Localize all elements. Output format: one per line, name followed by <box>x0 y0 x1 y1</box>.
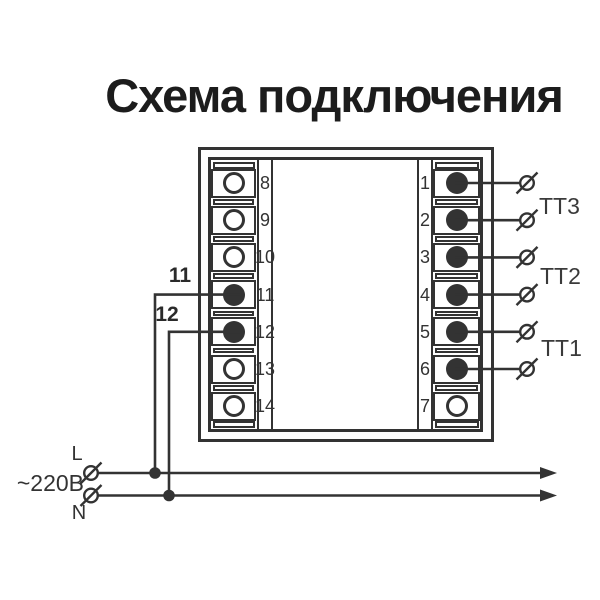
terminal-contact-empty <box>222 358 245 380</box>
terminal-contact-empty <box>222 395 245 418</box>
terminal-block-cap <box>434 420 479 428</box>
neutral-label: N <box>71 502 87 524</box>
wire-end-icon <box>515 320 539 344</box>
terminal-contact-connected <box>445 283 468 306</box>
right-terminal-column <box>433 160 480 429</box>
diagram-title: Схема подключения <box>105 69 564 122</box>
wire-end-icon <box>515 246 539 269</box>
terminal-number: 13 <box>255 359 276 379</box>
terminal-cell <box>433 168 480 198</box>
terminal-block-cap <box>434 161 479 169</box>
terminal-cell <box>211 205 256 235</box>
terminal-number: 5 <box>419 321 430 342</box>
terminal-cell <box>433 280 480 310</box>
right-number-strip: 1 2 3 4 5 6 7 <box>417 160 433 429</box>
wire-11-label: 11 <box>168 264 192 287</box>
left-number-strip: 8 9 10 11 12 13 14 <box>255 160 276 429</box>
neutral-line-arrow-icon <box>540 489 557 502</box>
terminal-separator <box>213 236 254 242</box>
terminal-number: 1 <box>419 173 430 193</box>
junction-dot-icon <box>149 467 161 479</box>
wire-end-icon <box>515 357 539 381</box>
terminal-cell <box>433 317 480 347</box>
wire-end-icon <box>515 208 539 232</box>
terminal-block-cap <box>212 420 255 428</box>
terminal-contact-connected <box>222 320 245 343</box>
terminal-number: 14 <box>255 396 276 417</box>
terminal-cell <box>211 242 256 272</box>
terminal-number: 2 <box>419 210 430 231</box>
terminal-separator <box>435 199 478 205</box>
terminal-contact-connected <box>222 283 245 306</box>
terminal-block-cap <box>212 161 255 169</box>
terminal-contact-empty <box>222 172 245 194</box>
terminal-contact-empty <box>222 246 245 269</box>
terminal-separator <box>435 310 478 317</box>
terminal-contact-connected <box>445 209 468 232</box>
voltage-label: ~220В <box>16 470 84 496</box>
terminal-cell <box>433 205 480 235</box>
wire-12-label: 12 <box>155 303 179 326</box>
wire-end-icon <box>515 283 539 306</box>
terminal-contact-connected <box>445 358 468 380</box>
terminal-number: 11 <box>255 284 275 305</box>
terminal-cell <box>211 280 256 310</box>
terminal-number: 8 <box>259 173 270 193</box>
terminal-separator <box>435 347 478 354</box>
terminal-contact-empty <box>445 395 468 418</box>
terminal-number: 10 <box>255 247 276 268</box>
terminal-cell <box>211 168 256 198</box>
terminal-contact-connected <box>445 172 468 194</box>
terminal-cell <box>211 391 256 421</box>
wire-end-icon <box>515 171 539 195</box>
terminal-cell <box>433 354 480 384</box>
terminal-separator <box>213 385 254 391</box>
ct1-label: ТТ1 <box>541 335 582 361</box>
terminal-number: 12 <box>255 321 276 342</box>
ct3-label: ТТ3 <box>539 193 580 219</box>
phase-label: L <box>71 443 83 465</box>
ct2-label: ТТ2 <box>540 263 581 289</box>
terminal-number: 6 <box>419 359 430 379</box>
terminal-number: 9 <box>259 210 270 231</box>
terminal-separator <box>213 199 254 205</box>
terminal-cell <box>211 354 256 384</box>
terminal-separator <box>435 273 478 279</box>
terminal-separator <box>435 385 478 391</box>
terminal-number: 7 <box>419 396 430 417</box>
junction-dot-icon <box>163 489 175 502</box>
terminal-number: 3 <box>419 247 430 268</box>
terminal-separator <box>213 347 254 354</box>
terminal-cell <box>211 317 256 347</box>
terminal-separator <box>213 310 254 317</box>
terminal-contact-connected <box>445 320 468 343</box>
terminal-cell <box>433 242 480 272</box>
terminal-cell <box>433 391 480 421</box>
terminal-contact-empty <box>222 209 245 232</box>
terminal-separator <box>213 273 254 279</box>
phase-line-arrow-icon <box>540 467 557 479</box>
terminal-separator <box>435 236 478 242</box>
left-terminal-column <box>211 160 256 429</box>
terminal-contact-connected <box>445 246 468 269</box>
terminal-number: 4 <box>419 284 430 305</box>
